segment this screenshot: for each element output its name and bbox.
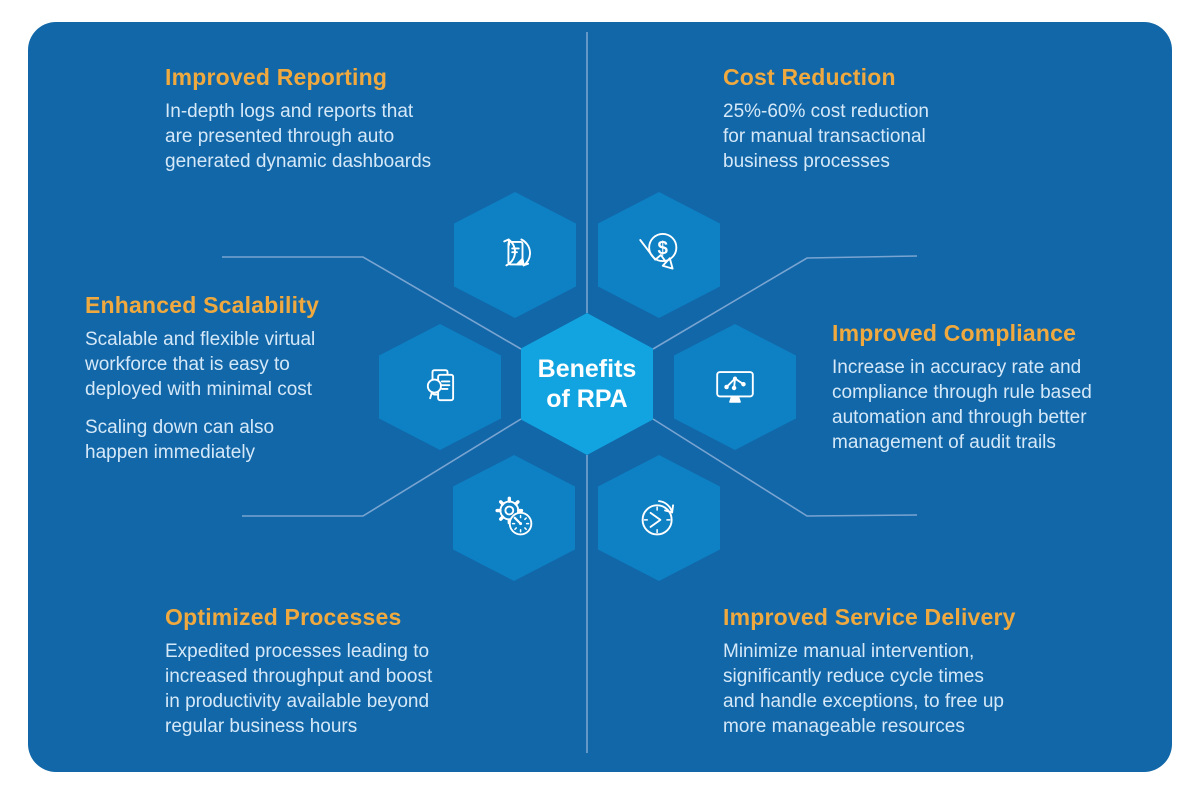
gear-gauge-icon [495, 496, 533, 536]
hexagon-enhanced-scalability [379, 324, 501, 450]
section-title: Improved Service Delivery [723, 604, 1016, 630]
hexagon-improved-reporting [454, 192, 576, 318]
section-title: Cost Reduction [723, 64, 896, 90]
clock-arrow-icon [641, 500, 674, 536]
hexagon-benefits-of-rpa: Benefits of RPA [521, 313, 653, 455]
center-title-line-1: Benefits [537, 355, 637, 383]
section-title: Improved Reporting [165, 64, 388, 90]
section-description: In-depth logs and reports that are prese… [165, 101, 432, 172]
document-search-icon [426, 369, 455, 402]
section-title: Optimized Processes [165, 604, 402, 630]
svg-text:$: $ [658, 237, 669, 258]
section-enhanced-scalability: Enhanced Scalability Scalable and flexib… [85, 291, 435, 465]
section-description: Expedited processes leading to increased… [165, 641, 433, 737]
hexagon-improved-service-delivery [598, 455, 720, 581]
section-title: Improved Compliance [832, 320, 1077, 346]
section-improved-reporting: Improved Reporting In-depth logs and rep… [165, 63, 515, 174]
section-description: Increase in accuracy rate and compliance… [832, 357, 1092, 453]
section-cost-reduction: Cost Reduction 25%-60% cost reduction fo… [723, 63, 1073, 174]
hexagon-cost-reduction: $ [598, 192, 720, 318]
document-refresh-icon [503, 238, 531, 267]
section-description: Minimize manual intervention, significan… [723, 641, 1004, 737]
hexagon-improved-compliance [674, 324, 796, 450]
hexagon-optimized-processes [453, 455, 575, 581]
section-description: 25%-60% cost reduction for manual transa… [723, 101, 929, 172]
section-optimized-processes: Optimized Processes Expedited processes … [165, 603, 515, 739]
section-improved-service-delivery: Improved Service Delivery Minimize manua… [723, 603, 1073, 739]
dollar-decrease-icon: $ [639, 232, 678, 270]
monitor-network-icon [716, 371, 754, 403]
section-description-2: Scaling down can also happen immediately [85, 417, 275, 463]
infographic-card: Improved Reporting In-depth logs and rep… [28, 22, 1172, 772]
section-description: Scalable and flexible virtual workforce … [85, 329, 316, 400]
center-title-line-2: of RPA [546, 385, 628, 413]
section-improved-compliance: Improved Compliance Increase in accuracy… [832, 319, 1172, 455]
section-title: Enhanced Scalability [85, 292, 320, 318]
